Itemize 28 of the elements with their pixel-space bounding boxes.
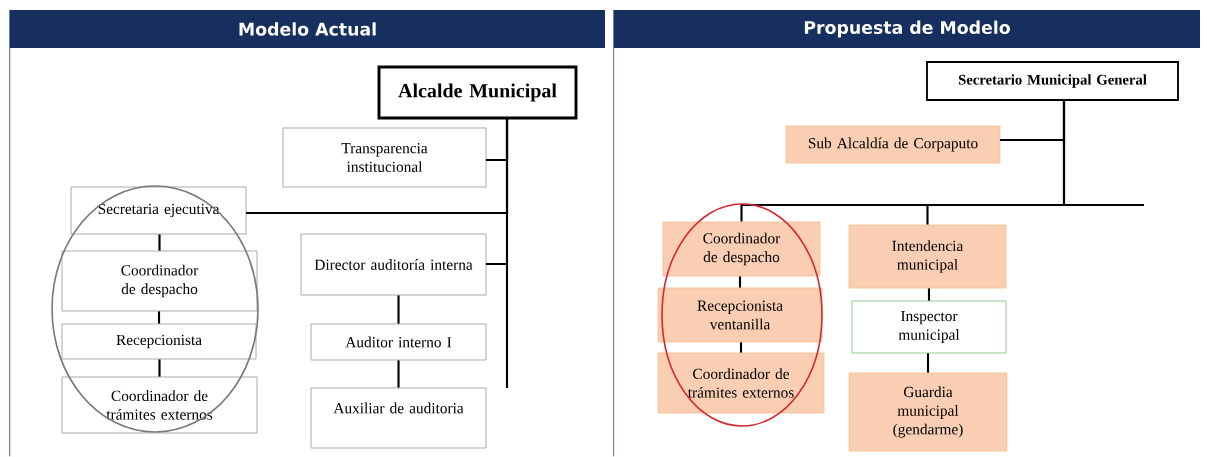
position-box: Coordinador de despacho <box>61 250 258 312</box>
position-box: Guardia municipal (gendarme) <box>848 372 1008 452</box>
head-box: Secretario Municipal General <box>926 61 1179 101</box>
connector-line <box>926 100 1066 225</box>
position-box: Coordinador de trámites externos <box>657 352 825 414</box>
connector-line <box>927 288 931 301</box>
connector-line <box>158 359 161 377</box>
connector-line <box>739 342 743 353</box>
position-box: Secretaria ejecutiva <box>70 186 247 235</box>
position-box: Coordinador de trámites externos <box>61 376 258 434</box>
position-box: Auxiliar de auditoria <box>310 387 487 449</box>
connector-line <box>157 311 161 324</box>
connector-line <box>397 360 400 388</box>
head-box: Alcalde Municipal <box>377 65 578 120</box>
position-box: Transparencia institucional <box>282 127 487 188</box>
position-box: Auditor interno I <box>310 323 487 361</box>
position-box: Sub Alcaldía de Corpaputo <box>785 125 1001 164</box>
connector-line <box>486 118 509 266</box>
connector-line <box>158 234 161 251</box>
position-box: Recepcionista ventanilla <box>657 287 823 343</box>
position-box: Intendencia municipal <box>848 224 1007 289</box>
position-box: Inspector municipal <box>851 300 1007 354</box>
connector-line <box>926 353 930 373</box>
position-box: Director auditoría interna <box>300 233 487 296</box>
position-box: Recepcionista <box>61 323 257 360</box>
connector-line <box>738 276 742 288</box>
position-box: Coordinador de despacho <box>662 221 821 277</box>
connector-line <box>397 295 400 324</box>
